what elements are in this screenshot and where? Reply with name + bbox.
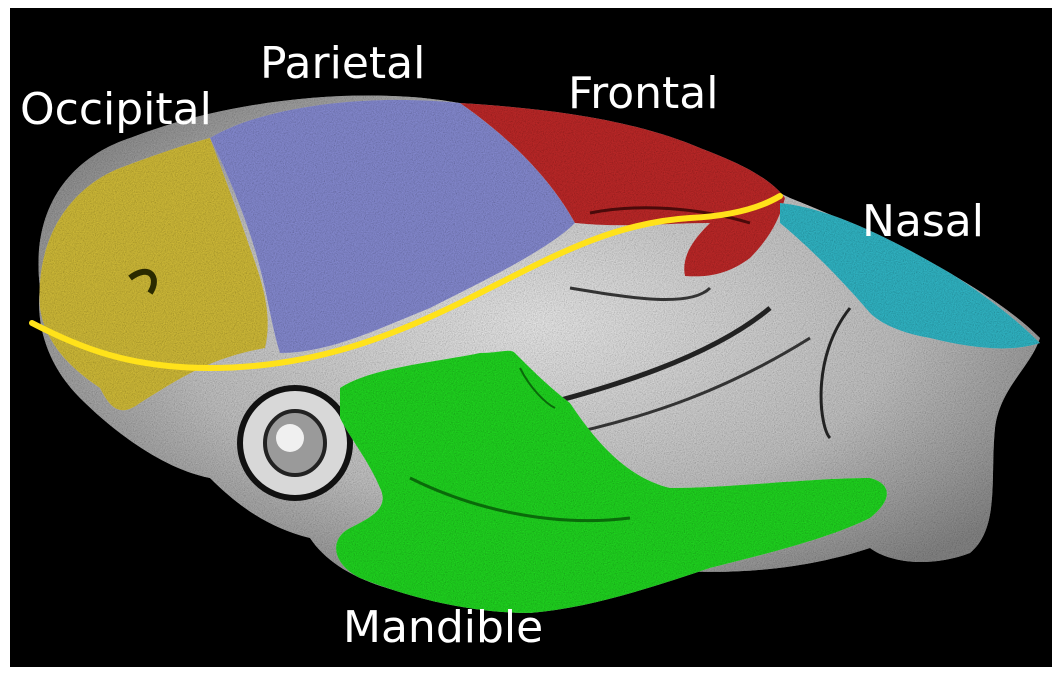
parietal-label: Parietal [260, 42, 425, 86]
frontal-label: Frontal [568, 72, 718, 116]
image-frame: Occipital Parietal Frontal Nasal Mandibl… [10, 8, 1052, 667]
nasal-label: Nasal [862, 200, 984, 244]
mandible-label: Mandible [343, 606, 543, 650]
ear-bulla [240, 388, 350, 498]
occipital-label: Occipital [20, 88, 212, 132]
